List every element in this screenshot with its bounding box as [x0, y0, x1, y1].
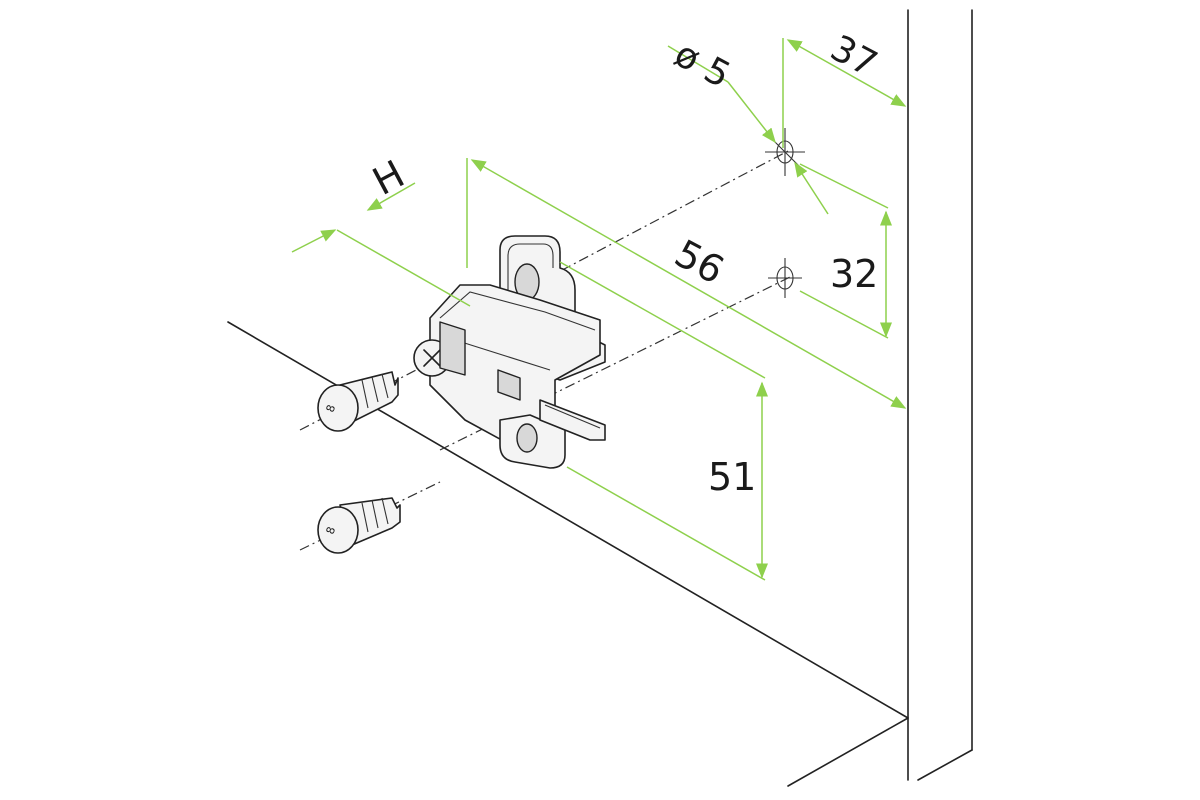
screw-head-mark: 8	[324, 403, 339, 414]
label-overall-offset: 56	[668, 231, 731, 293]
dimension-37	[782, 38, 907, 148]
label-edge-distance: 37	[824, 28, 884, 86]
screw-head-mark: 8	[324, 525, 339, 536]
drill-hole-bottom	[768, 258, 802, 298]
screw-top: 8	[317, 371, 399, 432]
dimension-H	[291, 182, 471, 307]
screw-bottom: 8	[317, 497, 401, 554]
label-height: H	[366, 152, 412, 204]
label-lower-offset: 51	[708, 455, 756, 499]
label-diameter: ø 5	[668, 34, 737, 97]
dimension-56	[466, 158, 907, 409]
label-hole-spacing: 32	[830, 252, 878, 296]
dimension-51	[559, 261, 768, 581]
cabinet-side-panel	[907, 9, 973, 781]
